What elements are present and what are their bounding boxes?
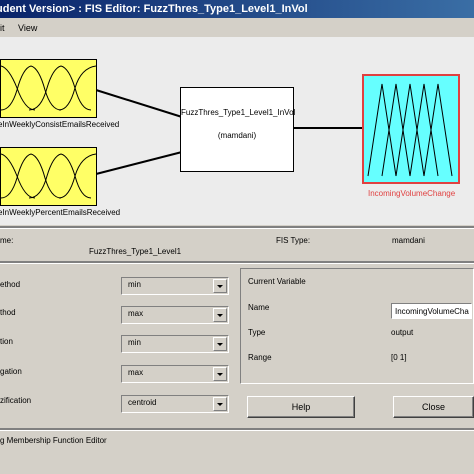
- chevron-down-icon[interactable]: [213, 279, 227, 293]
- and-method-value: min: [128, 280, 141, 289]
- or-method-label: thod: [0, 308, 16, 317]
- input1-label: eInWeeklyConsistEmailsReceived: [0, 120, 120, 129]
- status-text: g Membership Function Editor: [0, 436, 107, 445]
- defuzzification-value: centroid: [128, 398, 157, 407]
- fis-type-label: FIS Type:: [276, 236, 311, 245]
- and-method-select[interactable]: min: [121, 277, 229, 295]
- fis-name-value: FuzzThres_Type1_Level1: [89, 247, 182, 256]
- output-mf-box[interactable]: [362, 74, 460, 184]
- chevron-down-icon[interactable]: [213, 367, 227, 381]
- variable-range-value: [0 1]: [391, 353, 407, 362]
- input1-mf-plot: [0, 65, 97, 111]
- or-method-select[interactable]: max: [121, 306, 229, 324]
- input2-label: eInWeeklyPercentEmailsReceived: [0, 208, 121, 217]
- variable-type-label: Type: [248, 328, 266, 337]
- menu-edit[interactable]: lit: [0, 23, 5, 33]
- connector-lines: [95, 89, 362, 175]
- chevron-down-icon[interactable]: [213, 308, 227, 322]
- close-button[interactable]: Close: [393, 396, 474, 418]
- fis-system-name: FuzzThres_Type1_Level1_InVol: [181, 108, 296, 117]
- variable-type-value: output: [391, 328, 414, 337]
- input2-mf-box[interactable]: [0, 147, 97, 206]
- implication-select[interactable]: min: [121, 335, 229, 353]
- chevron-down-icon[interactable]: [213, 397, 227, 411]
- output-mf-plot: [367, 83, 453, 177]
- fis-diagram: eInWeeklyConsistEmailsReceived eInWeekly…: [0, 37, 474, 225]
- help-button[interactable]: Help: [247, 396, 355, 418]
- implication-value: min: [128, 338, 141, 347]
- or-method-value: max: [128, 309, 144, 318]
- defuzzification-label: zification: [0, 396, 32, 405]
- variable-name-label: Name: [248, 303, 270, 312]
- and-method-label: ethod: [0, 280, 21, 289]
- fis-name-label: me:: [0, 236, 14, 245]
- aggregation-select[interactable]: max: [121, 365, 229, 383]
- aggregation-label: gation: [0, 367, 22, 376]
- input1-mf-box[interactable]: [0, 59, 97, 118]
- separator-2: [0, 261, 474, 264]
- implication-label: tion: [0, 337, 13, 346]
- aggregation-value: max: [128, 368, 144, 377]
- current-variable-title: Current Variable: [248, 277, 306, 286]
- defuzzification-select[interactable]: centroid: [121, 395, 229, 413]
- variable-name-field[interactable]: IncomingVolumeCha: [391, 303, 472, 319]
- variable-range-label: Range: [248, 353, 272, 362]
- fis-system-box[interactable]: FuzzThres_Type1_Level1_InVol (mamdani): [180, 87, 296, 172]
- title-bar: udent Version> : FIS Editor: FuzzThres_T…: [0, 0, 474, 18]
- window-title: udent Version> : FIS Editor: FuzzThres_T…: [0, 3, 308, 15]
- chevron-down-icon[interactable]: [213, 337, 227, 351]
- input2-mf-plot: [0, 153, 97, 199]
- fis-type-value: mamdani: [392, 236, 425, 245]
- menu-bar: lit View: [0, 20, 474, 36]
- separator-1: [0, 226, 474, 229]
- separator-3: [0, 428, 474, 431]
- output-label: IncomingVolumeChange: [368, 189, 456, 198]
- fis-system-type: (mamdani): [217, 131, 257, 140]
- status-bar: g Membership Function Editor: [0, 430, 474, 452]
- menu-view[interactable]: View: [18, 23, 38, 33]
